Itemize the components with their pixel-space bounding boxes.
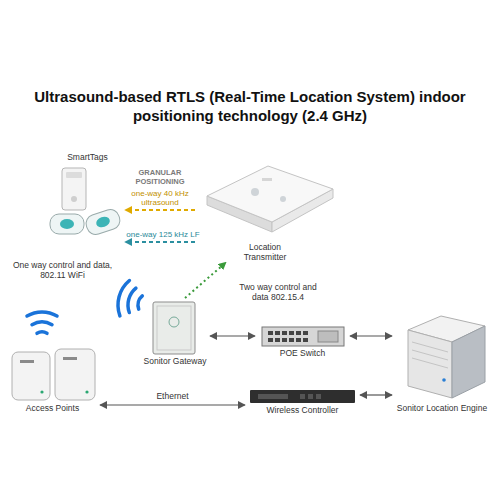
poe-switch-illustration xyxy=(262,327,344,346)
device-node: Location Transmitter xyxy=(195,160,335,262)
connector xyxy=(125,209,195,211)
edge-label: Ethernet xyxy=(156,392,188,402)
device-label: POE Switch xyxy=(255,348,350,358)
device-node: Sonitor Location Engine xyxy=(392,315,492,413)
connector xyxy=(100,404,245,405)
device-label: SmartTags xyxy=(50,152,125,162)
wifi-waves xyxy=(27,281,142,334)
edge-label: one-way 40 kHz ultrasound xyxy=(128,189,192,207)
title-text: Ultrasound-based RTLS (Real-Time Locatio… xyxy=(15,88,485,126)
connector xyxy=(350,335,392,336)
location-transmitter-illustration xyxy=(207,166,333,232)
edge-label: one-way 125 kHz LF xyxy=(125,230,201,239)
device-node: POE Switch xyxy=(255,322,350,358)
device-label: Sonitor Location Engine xyxy=(392,403,492,413)
wireless-controller-illustration xyxy=(250,390,355,403)
device-label: Location Transmitter xyxy=(234,242,296,262)
connector xyxy=(185,262,226,298)
server-illustration xyxy=(408,316,485,398)
smart-tags-illustration xyxy=(50,168,122,237)
device-node: SmartTags xyxy=(50,152,125,250)
connector xyxy=(360,394,392,395)
connector xyxy=(125,241,195,243)
device-label: Wireless Controller xyxy=(245,405,360,415)
device-label: Sonitor Gateway xyxy=(140,356,210,366)
device-node: Wireless Controller xyxy=(245,388,360,415)
device-node: Access Points xyxy=(5,345,100,413)
device-node: Sonitor Gateway xyxy=(140,298,210,366)
annotation-label: One way control and data, 802.11 WiFi xyxy=(5,260,120,280)
access-points-illustration xyxy=(12,349,95,400)
gateway-illustration xyxy=(153,302,195,354)
annotation-label: Two way control and data 802.15.4 xyxy=(232,282,324,302)
connector xyxy=(210,335,255,336)
annotation-label: GRANULAR POSITIONING xyxy=(128,168,192,186)
device-label: Access Points xyxy=(5,403,100,413)
